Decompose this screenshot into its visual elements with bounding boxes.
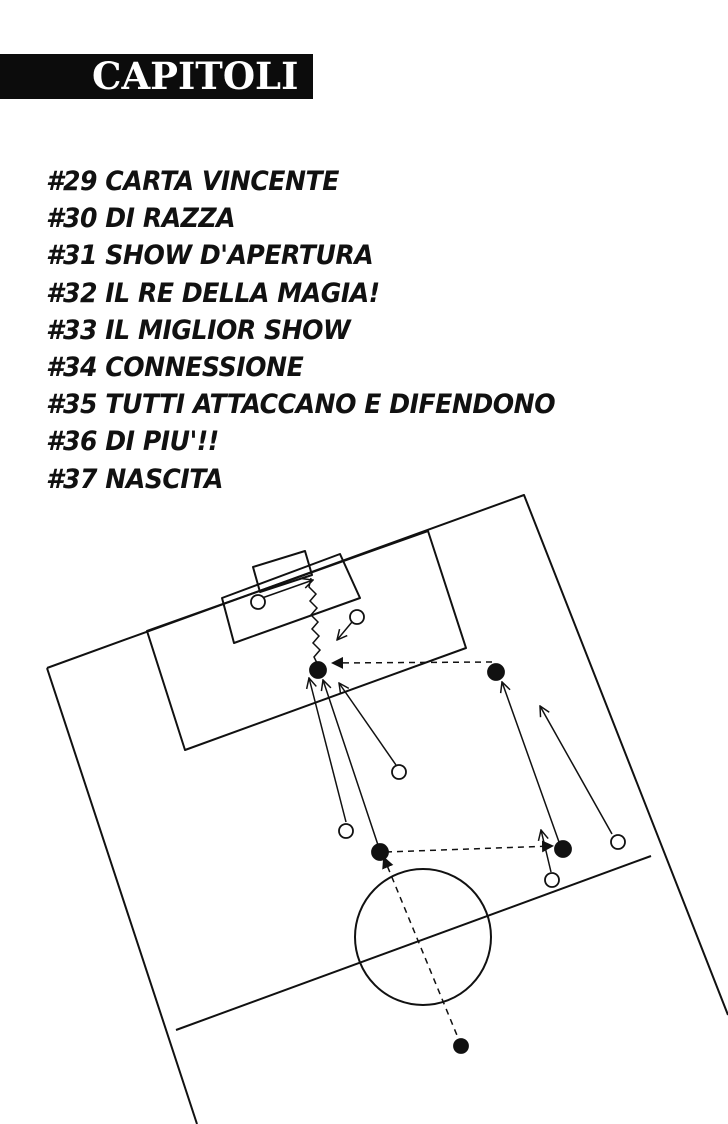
run-arrow [309, 678, 347, 823]
player-marker [554, 840, 572, 858]
run-arrow [323, 680, 379, 846]
run-arrow [540, 706, 613, 835]
run-arrow [337, 621, 353, 640]
run-arrow [339, 683, 397, 766]
title-banner: CAPITOLI [0, 54, 313, 99]
dribble-line [308, 577, 322, 666]
run-arrow [541, 830, 552, 873]
opponent-marker [391, 764, 407, 780]
chapter-item: #30 DI RAZZA [46, 203, 236, 235]
halfway-line [175, 855, 652, 1031]
pass-line [382, 856, 462, 1046]
chapter-item: #32 IL RE DELLA MAGIA! [46, 277, 380, 309]
chapter-item: #36 DI PIU'!! [46, 426, 219, 458]
chapter-item: #29 CARTA VINCENTE [46, 166, 339, 197]
opponent-marker [610, 834, 626, 850]
opponent-marker [250, 594, 266, 610]
chapter-list: #29 CARTA VINCENTE #30 DI RAZZA #31 SHOW… [46, 163, 593, 498]
opponent-marker [349, 609, 365, 625]
opponent-marker [544, 872, 560, 888]
pass-line [331, 656, 493, 669]
center-circle [354, 868, 492, 1006]
player-marker [453, 1038, 469, 1054]
chapter-item: #31 SHOW D'APERTURA [46, 240, 374, 272]
opponent-marker [338, 823, 354, 839]
goal [252, 550, 313, 593]
player-marker [487, 663, 505, 681]
player-marker [309, 661, 327, 679]
page-title: CAPITOLI [92, 54, 299, 98]
pass-line [385, 840, 554, 853]
chapter-item: #34 CONNESSIONE [46, 352, 304, 384]
run-arrow [502, 682, 560, 843]
goal-area [221, 553, 361, 644]
pitch-left-touchline [46, 667, 198, 1124]
pitch-boundary [46, 494, 728, 1016]
player-marker [371, 843, 389, 861]
run-arrow [261, 580, 313, 599]
chapter-item: #35 TUTTI ATTACCANO E DIFENDONO [46, 389, 556, 421]
chapter-item: #33 IL MIGLIOR SHOW [46, 314, 351, 346]
chapter-item: #37 NASCITA [46, 463, 223, 495]
penalty-area [146, 530, 467, 751]
